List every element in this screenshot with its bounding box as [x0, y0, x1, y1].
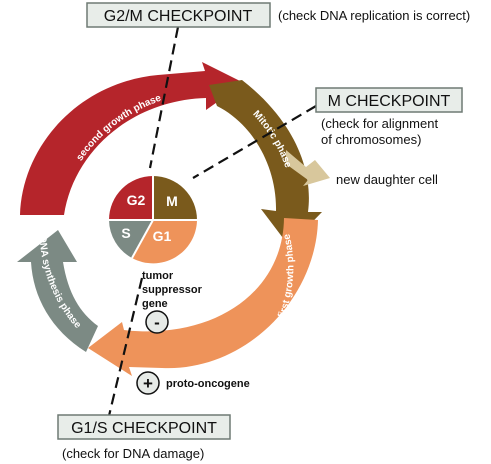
- daughter-cell-arrow: [286, 150, 330, 186]
- m-checkpoint-box: [315, 87, 463, 113]
- g2m-checkpoint-title: G2/M CHECKPOINT: [104, 8, 253, 25]
- pie-m-label: M: [166, 193, 178, 209]
- pie-s-slice: [109, 220, 153, 258]
- pie-g2-label: G2: [127, 192, 146, 208]
- first-growth-arc: [88, 218, 318, 376]
- pie-g2-slice: [109, 176, 153, 220]
- g2m-checkpoint-box: [86, 2, 271, 28]
- m-checkpoint-note-line2: of chromosomes): [321, 132, 421, 147]
- g1s-checkpoint-line: [106, 277, 144, 421]
- g1s-checkpoint-box: [57, 414, 231, 440]
- minus-sign-icon: [145, 310, 169, 334]
- mitotic-arc: [209, 80, 322, 246]
- g2m-checkpoint-note: (check DNA replication is correct): [278, 8, 470, 23]
- g1s-checkpoint-title: G1/S CHECKPOINT: [71, 420, 217, 437]
- proto-oncogene-label: proto-oncogene: [166, 378, 250, 390]
- minus-sign-glyph: -: [154, 313, 160, 332]
- phase-pie: G2 M S G1: [109, 176, 197, 264]
- second-growth-arc: [20, 62, 244, 215]
- pie-s-label: S: [121, 225, 130, 241]
- m-checkpoint-note-line1: (check for alignment: [321, 116, 438, 131]
- pie-m-slice: [153, 176, 197, 220]
- cycle-arcs: [17, 62, 330, 376]
- pie-g1-slice: [132, 220, 197, 264]
- m-checkpoint-line: [192, 105, 317, 179]
- daughter-cell-label: new daughter cell: [336, 172, 438, 187]
- m-checkpoint-title: M CHECKPOINT: [328, 93, 451, 110]
- tumor-suppressor-label-line2: suppressor: [142, 284, 203, 296]
- plus-sign-glyph: +: [143, 374, 153, 393]
- tumor-suppressor-label-line3: gene: [142, 298, 168, 310]
- pie-g1-label: G1: [153, 228, 172, 244]
- plus-sign-icon: [136, 371, 160, 395]
- tumor-suppressor-label-line1: tumor: [142, 270, 174, 282]
- g2m-checkpoint-line: [148, 26, 180, 169]
- dna-synthesis-arc: [17, 230, 98, 352]
- g1s-checkpoint-note: (check for DNA damage): [62, 446, 204, 461]
